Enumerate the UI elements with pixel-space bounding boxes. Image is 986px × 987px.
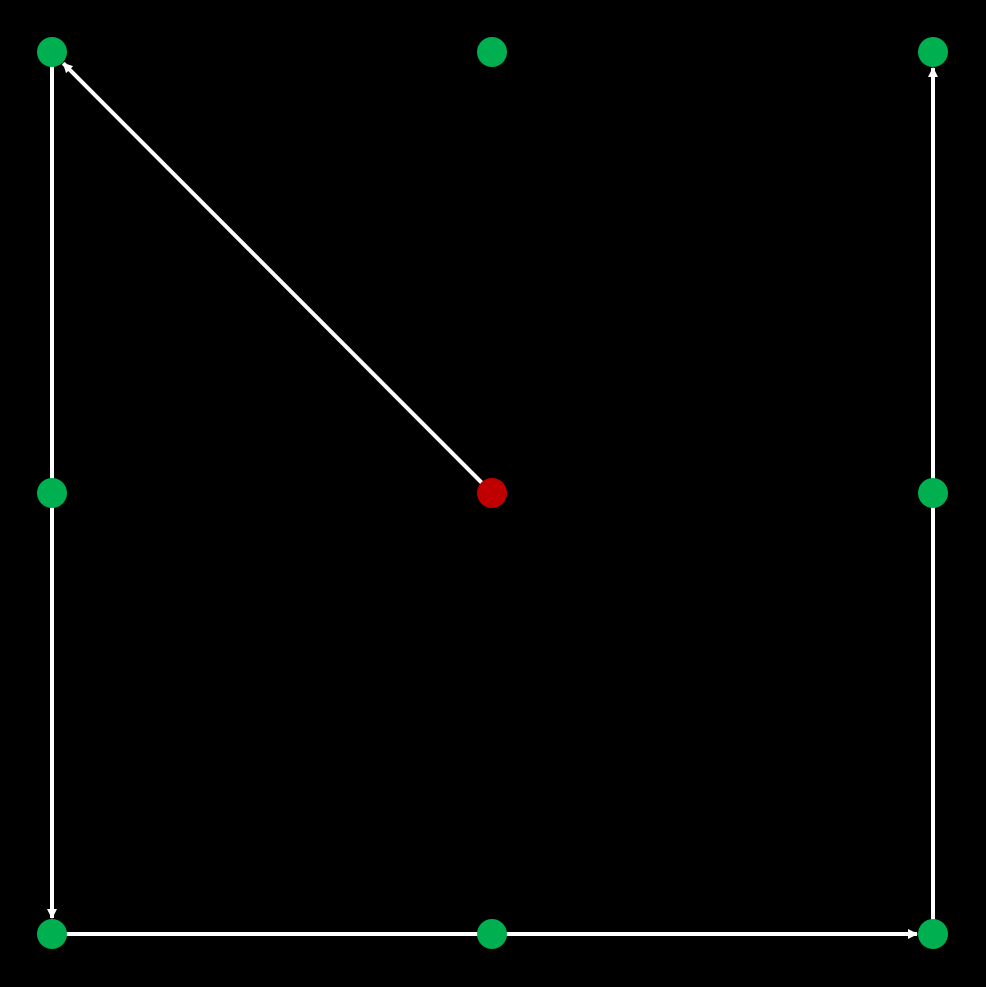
node-middle-right [918, 478, 948, 508]
node-top-left [37, 37, 67, 67]
node-bottom-left [37, 919, 67, 949]
node-middle-left [37, 478, 67, 508]
node-top-right [918, 37, 948, 67]
grid-nodes [37, 37, 948, 949]
node-bottom-right [918, 919, 948, 949]
node-top-center [477, 37, 507, 67]
node-bottom-center [477, 919, 507, 949]
arrow-center-to-top-left [61, 61, 487, 488]
start-node-center [477, 478, 507, 508]
